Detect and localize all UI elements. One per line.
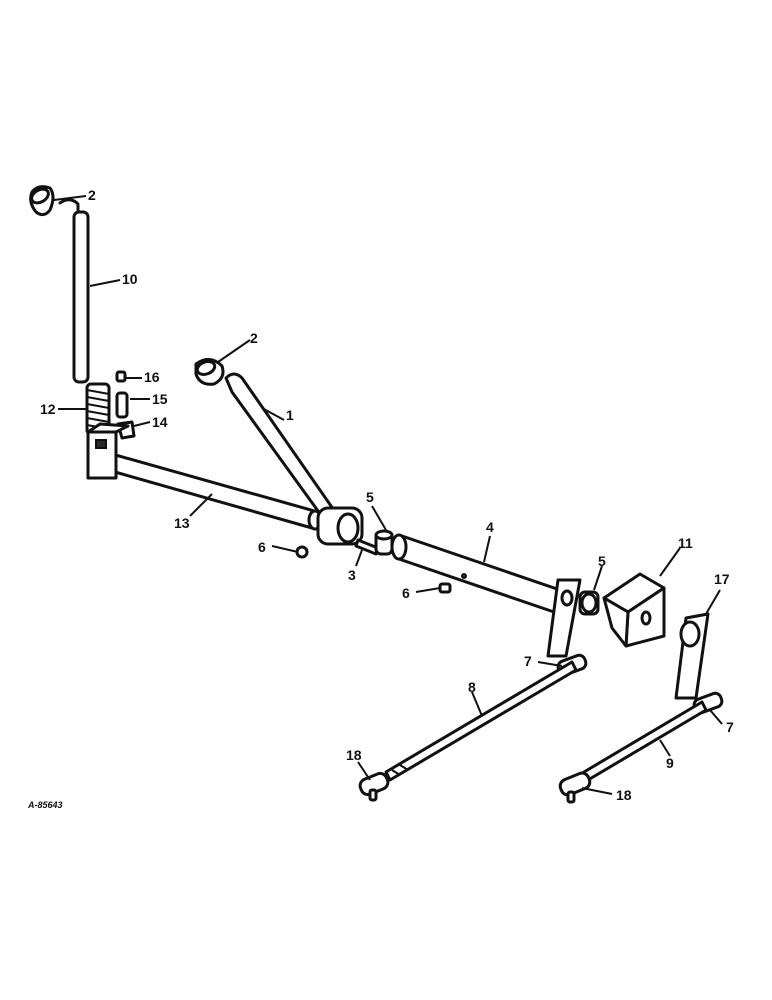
callout-2-lever: 2 [250,330,258,346]
callout-7-lower: 7 [726,719,734,735]
part-rod-end-left [358,771,390,802]
part-knob-upper-left [29,185,55,217]
leader-lines [53,195,723,795]
callout-14: 14 [152,414,168,430]
callout-17: 17 [714,571,730,587]
callout-5-left: 5 [366,489,374,505]
callout-1: 1 [286,407,294,423]
part-knob-lever [194,358,225,386]
callout-8: 8 [468,679,476,695]
part-tube-assembly [390,533,582,658]
callout-15: 15 [152,391,168,407]
callout-labels: 2 10 2 16 15 14 12 1 13 6 3 5 4 6 5 11 1… [40,187,734,803]
callout-4: 4 [486,519,494,535]
part-short-rod [582,700,708,782]
part-bolt-right [438,582,452,594]
part-pin [354,538,380,556]
part-angle-bracket [602,572,666,648]
callout-3: 3 [348,567,356,583]
callout-16: 16 [144,369,160,385]
callout-13: 13 [174,515,190,531]
part-rod-end-right [558,771,592,804]
callout-11: 11 [678,535,693,551]
callout-2-upper: 2 [88,187,96,203]
callout-10: 10 [122,271,138,287]
callout-12: 12 [40,401,56,417]
callout-7-upper: 7 [524,653,532,669]
reference-code: A-85643 [27,800,63,810]
part-bushing-left [374,529,394,556]
callout-9: 9 [666,755,674,771]
part-bolt-left [295,545,309,559]
part-long-rod [384,660,578,782]
callout-18-left: 18 [346,747,362,763]
part-vertical-rod [58,198,90,384]
part-small-pin [115,370,127,383]
callout-6-right: 6 [402,585,410,601]
callout-6-left: 6 [258,539,266,555]
part-lever-arm [224,372,364,546]
callout-5-right: 5 [598,553,606,569]
part-bushing-right [578,590,600,616]
part-lever-plate [674,612,710,700]
part-sleeve [115,391,129,419]
callout-18-right: 18 [616,787,632,803]
